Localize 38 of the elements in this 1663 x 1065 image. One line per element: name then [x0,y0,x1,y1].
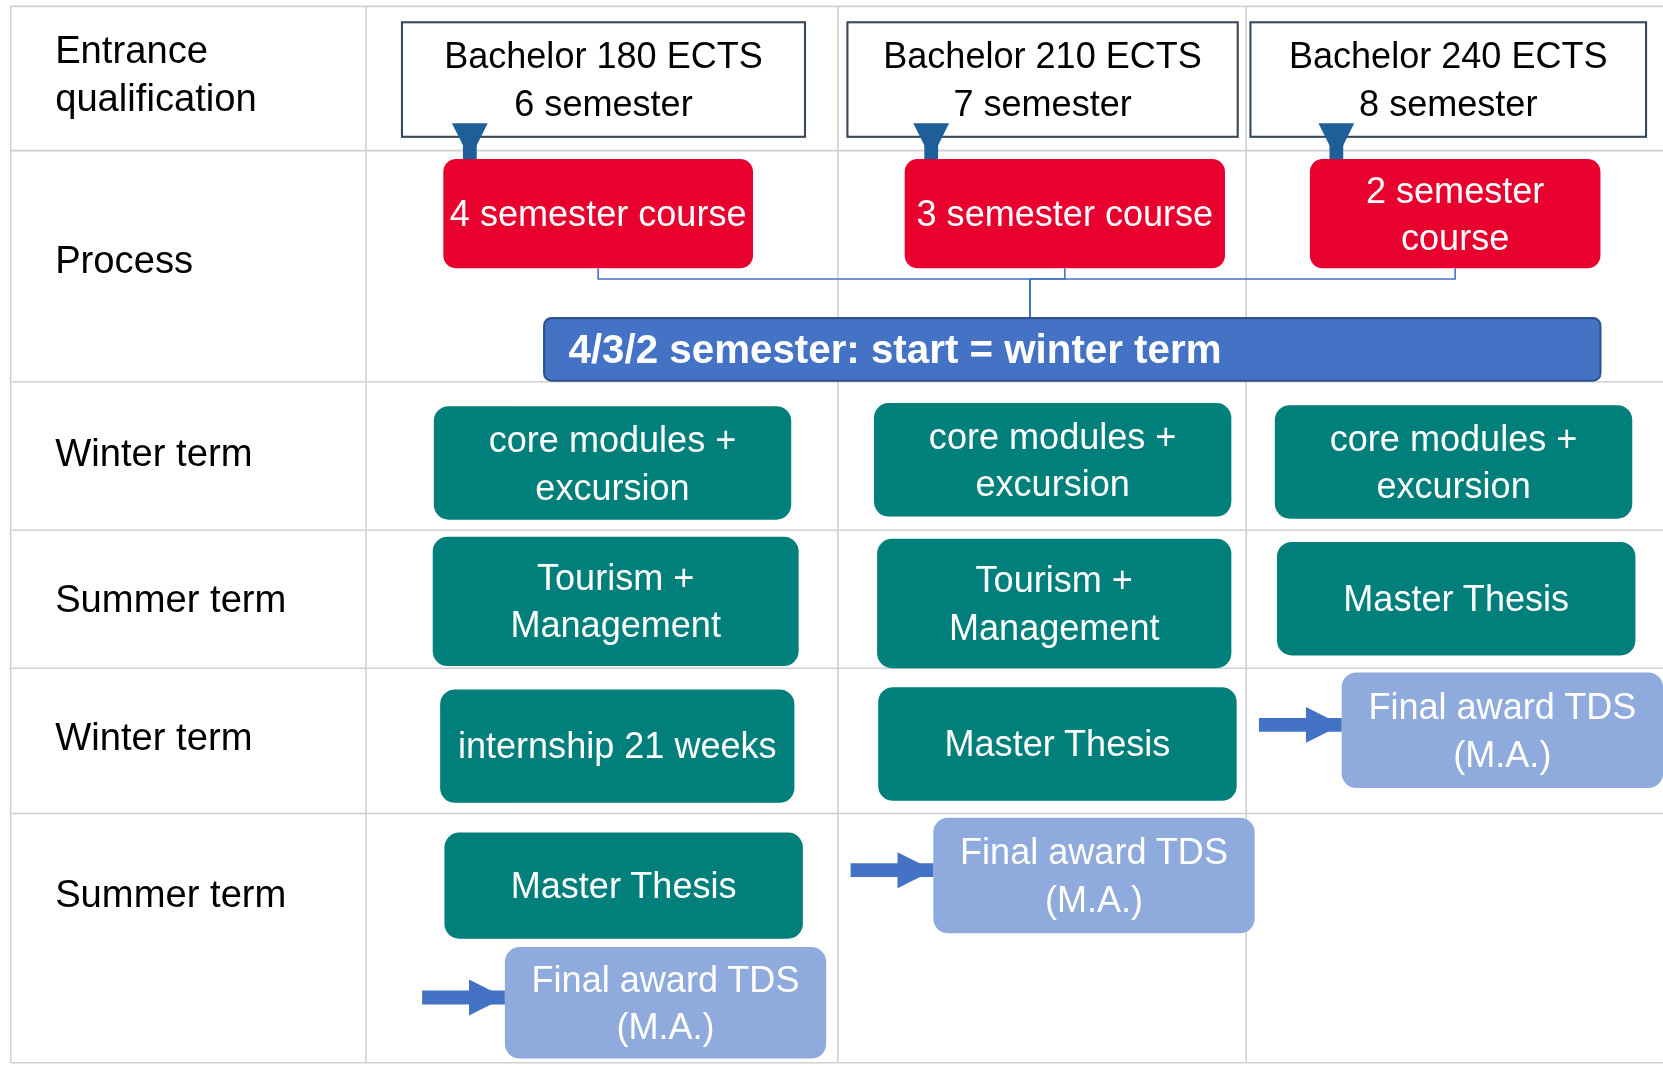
box-text: 6 semester [514,81,693,126]
course-length-box: 2 semester course [1309,159,1601,269]
box-text: 7 semester [953,81,1132,126]
degree-box [1249,21,1648,138]
module-box: Master Thesis [1276,541,1636,656]
final-award-box: Final award TDS (M.A.) [1341,672,1663,789]
row-label: Process [55,236,195,284]
degree-box [846,21,1239,138]
row-label: Entrance qualification [55,26,258,122]
box-text: Bachelor 180 ECTS [444,34,763,78]
connector-line [1029,267,1456,318]
block-arrow [913,123,950,160]
degree-box [400,21,807,138]
module-box: Master Thesis [878,687,1237,801]
block-arrow [1258,707,1342,743]
block-arrow [451,123,488,160]
module-box: Master Thesis [444,832,803,939]
row-label: Winter term [55,429,254,477]
course-length-box: 4 semester course [443,159,754,269]
module-box: internship 21 weeks [440,689,795,803]
block-arrow [850,852,934,889]
course-length-box: 3 semester course [904,159,1225,269]
box-text: Bachelor 210 ECTS [883,34,1202,78]
module-box: core modules + excursion [873,403,1232,517]
box-text: 8 semester [1359,81,1538,126]
module-box: Tourism + Management [432,536,799,667]
row-label: Summer term [55,575,288,623]
block-arrow [422,979,505,1016]
row-label: Summer term [55,870,288,918]
final-award-box: Final award TDS (M.A.) [504,947,827,1059]
module-box: core modules + excursion [1274,405,1633,519]
box-text: Bachelor 240 ECTS [1288,34,1608,78]
row-label: Winter term [55,713,254,761]
final-award-box: Final award TDS (M.A.) [933,817,1255,934]
start-banner: 4/3/2 semester: start = winter term [543,317,1602,382]
block-arrow [1318,123,1355,160]
module-box: Tourism + Management [877,538,1232,669]
module-box: core modules + excursion [433,406,792,520]
